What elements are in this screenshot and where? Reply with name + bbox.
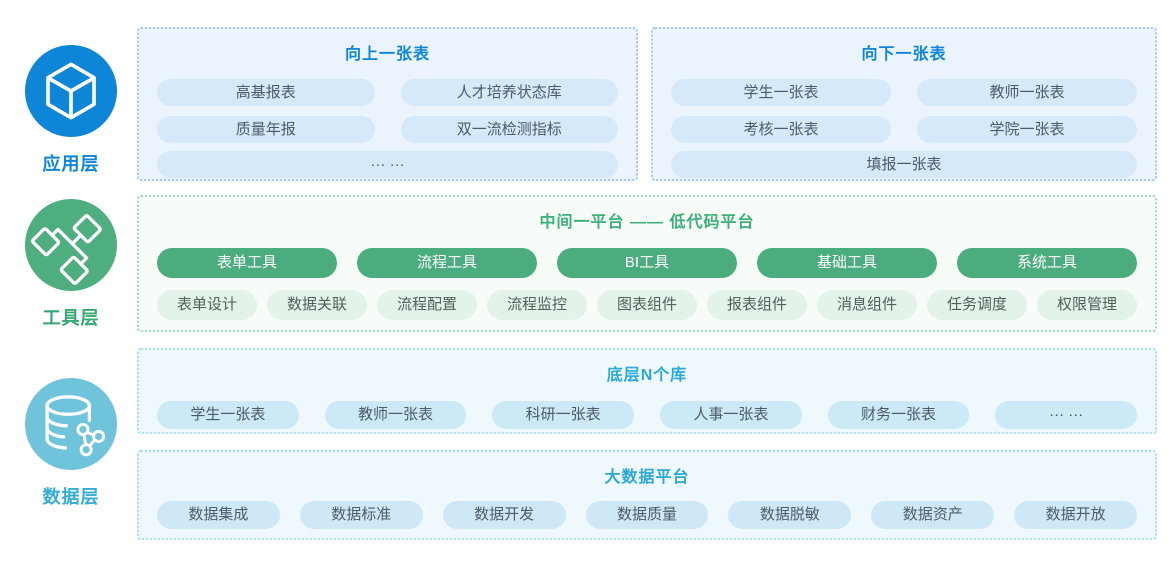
feature-pill: 权限管理: [1037, 290, 1137, 320]
diagram-node-pill: 高基报表: [157, 79, 375, 106]
platform-tools-row: 表单工具流程工具 BI工具基础工具系统工具: [139, 232, 1155, 278]
box-base-databases: 底层N个库 学生一张表教师一张表科研一张表人事一张表财务一张表 ··· ···: [137, 348, 1157, 434]
database-pill: ··· ···: [995, 401, 1138, 429]
database-pill: 学生一张表: [157, 401, 299, 429]
box-bigdata-title: 大数据平台: [604, 469, 690, 486]
diagram-node-pill: 双一流检测指标: [400, 116, 618, 143]
database-pill: 财务一张表: [827, 401, 970, 429]
database-pill: 科研一张表: [492, 401, 635, 429]
platform-features-row: 表单设计数据关联流程配置流程监控图表组件报表组件消息组件任务调度权限管理: [139, 278, 1155, 320]
diagram-node-pill: 学生一张表: [671, 79, 891, 106]
upward-more-pill: ··· ···: [157, 151, 618, 178]
diagram-node-pill: 质量年报: [157, 116, 375, 143]
bigdata-pill: 数据开放: [1014, 501, 1138, 529]
layer-label-application: 应用层: [42, 154, 100, 174]
feature-pill: 消息组件: [817, 290, 917, 320]
cube-icon: [25, 45, 117, 137]
feature-pill: 表单设计: [157, 290, 257, 320]
bigdata-pill: 数据标准: [299, 501, 423, 529]
box-bigdata-platform: 大数据平台 数据集成数据标准数据开发数据质量数据脱敏数据资产数据开放: [137, 450, 1157, 540]
feature-pill: 数据关联: [267, 290, 367, 320]
diagram-node-pill: 考核一张表: [671, 116, 891, 143]
tool-pill: 系统工具: [957, 248, 1137, 278]
bigdata-pill-row: 数据集成数据标准数据开发数据质量数据脱敏数据资产数据开放: [139, 487, 1155, 529]
database-pill: 教师一张表: [324, 401, 467, 429]
tool-pill: BI工具: [557, 248, 737, 278]
upward-pill-grid: 高基报表人才培养状态库质量年报双一流检测指标: [139, 64, 636, 143]
feature-pill: 报表组件: [707, 290, 807, 320]
downward-pill-grid: 学生一张表教师一张表考核一张表学院一张表: [653, 64, 1155, 143]
database-share-icon: [25, 378, 117, 470]
database-pill: 人事一张表: [660, 401, 802, 429]
box-upward-table: 向上一张表 高基报表人才培养状态库质量年报双一流检测指标 ··· ···: [137, 27, 638, 181]
feature-pill: 流程监控: [487, 290, 587, 320]
box-platform-title: 中间一平台 —— 低代码平台: [539, 214, 755, 231]
box-bases-title: 底层N个库: [606, 367, 688, 384]
feature-pill: 任务调度: [927, 290, 1027, 320]
tool-pill: 流程工具: [357, 248, 537, 278]
feature-pill: 流程配置: [377, 290, 477, 320]
box-lowcode-platform: 中间一平台 —— 低代码平台 表单工具流程工具 BI工具基础工具系统工具 表单设计…: [137, 195, 1157, 332]
diagram-node-pill: 人才培养状态库: [400, 79, 618, 106]
layer-label-data: 数据层: [42, 487, 100, 507]
diagram-node-pill: 教师一张表: [917, 79, 1137, 106]
bases-pill-row: 学生一张表教师一张表科研一张表人事一张表财务一张表 ··· ···: [139, 385, 1155, 429]
downward-full-pill: 填报一张表: [671, 151, 1137, 178]
layer-badge-data: 数据层: [19, 378, 123, 509]
bigdata-pill: 数据开发: [442, 501, 566, 529]
box-downward-table: 向下一张表 学生一张表教师一张表考核一张表学院一张表 填报一张表: [651, 27, 1157, 181]
sitemap-icon: [25, 199, 117, 291]
bigdata-pill: 数据资产: [871, 501, 995, 529]
layer-badge-tool: 工具层: [19, 199, 123, 330]
layer-badge-application: 应用层: [19, 45, 123, 176]
bigdata-pill: 数据集成: [157, 501, 280, 529]
layer-label-tool: 工具层: [42, 308, 100, 328]
box-upward-title: 向上一张表: [344, 46, 430, 63]
tool-pill: 表单工具: [157, 248, 337, 278]
diagram-node-pill: 学院一张表: [917, 116, 1137, 143]
feature-pill: 图表组件: [597, 290, 697, 320]
bigdata-pill: 数据质量: [585, 501, 709, 529]
bigdata-pill: 数据脱敏: [728, 501, 852, 529]
box-downward-title: 向下一张表: [861, 46, 947, 63]
tool-pill: 基础工具: [757, 248, 937, 278]
